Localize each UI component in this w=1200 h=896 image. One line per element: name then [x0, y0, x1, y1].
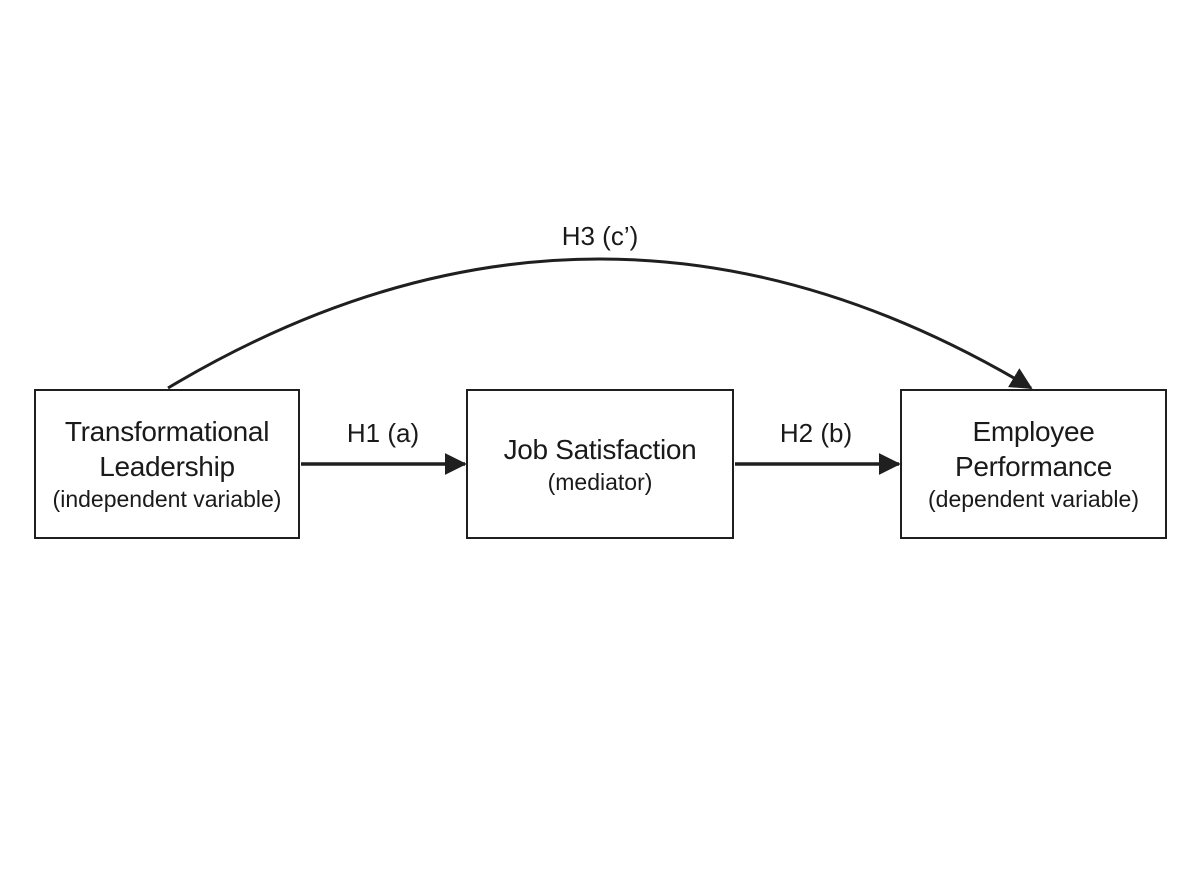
- mediator-box: Job Satisfaction (mediator): [466, 389, 734, 539]
- mediator-title: Job Satisfaction: [503, 433, 697, 465]
- dependent-variable-box: Employee Performance (dependent variable…: [900, 389, 1167, 539]
- path-label-h1: H1 (a): [346, 418, 420, 448]
- path-label-h3: H3 (c’): [561, 221, 639, 251]
- path-label-h2: H2 (b): [779, 418, 853, 448]
- independent-variable-title-line1: Transformational: [64, 416, 270, 447]
- arrow-h3: [167, 257, 1033, 390]
- mediator-role: (mediator): [547, 468, 653, 495]
- dependent-variable-title-line1: Employee: [972, 416, 1095, 447]
- dependent-variable-role: (dependent variable): [928, 486, 1139, 512]
- dependent-variable-title-line2: Performance: [955, 451, 1112, 482]
- independent-variable-role: (independent variable): [52, 486, 282, 512]
- independent-variable-box: Transformational Leadership (independent…: [34, 389, 300, 539]
- independent-variable-title-line2: Leadership: [99, 451, 235, 482]
